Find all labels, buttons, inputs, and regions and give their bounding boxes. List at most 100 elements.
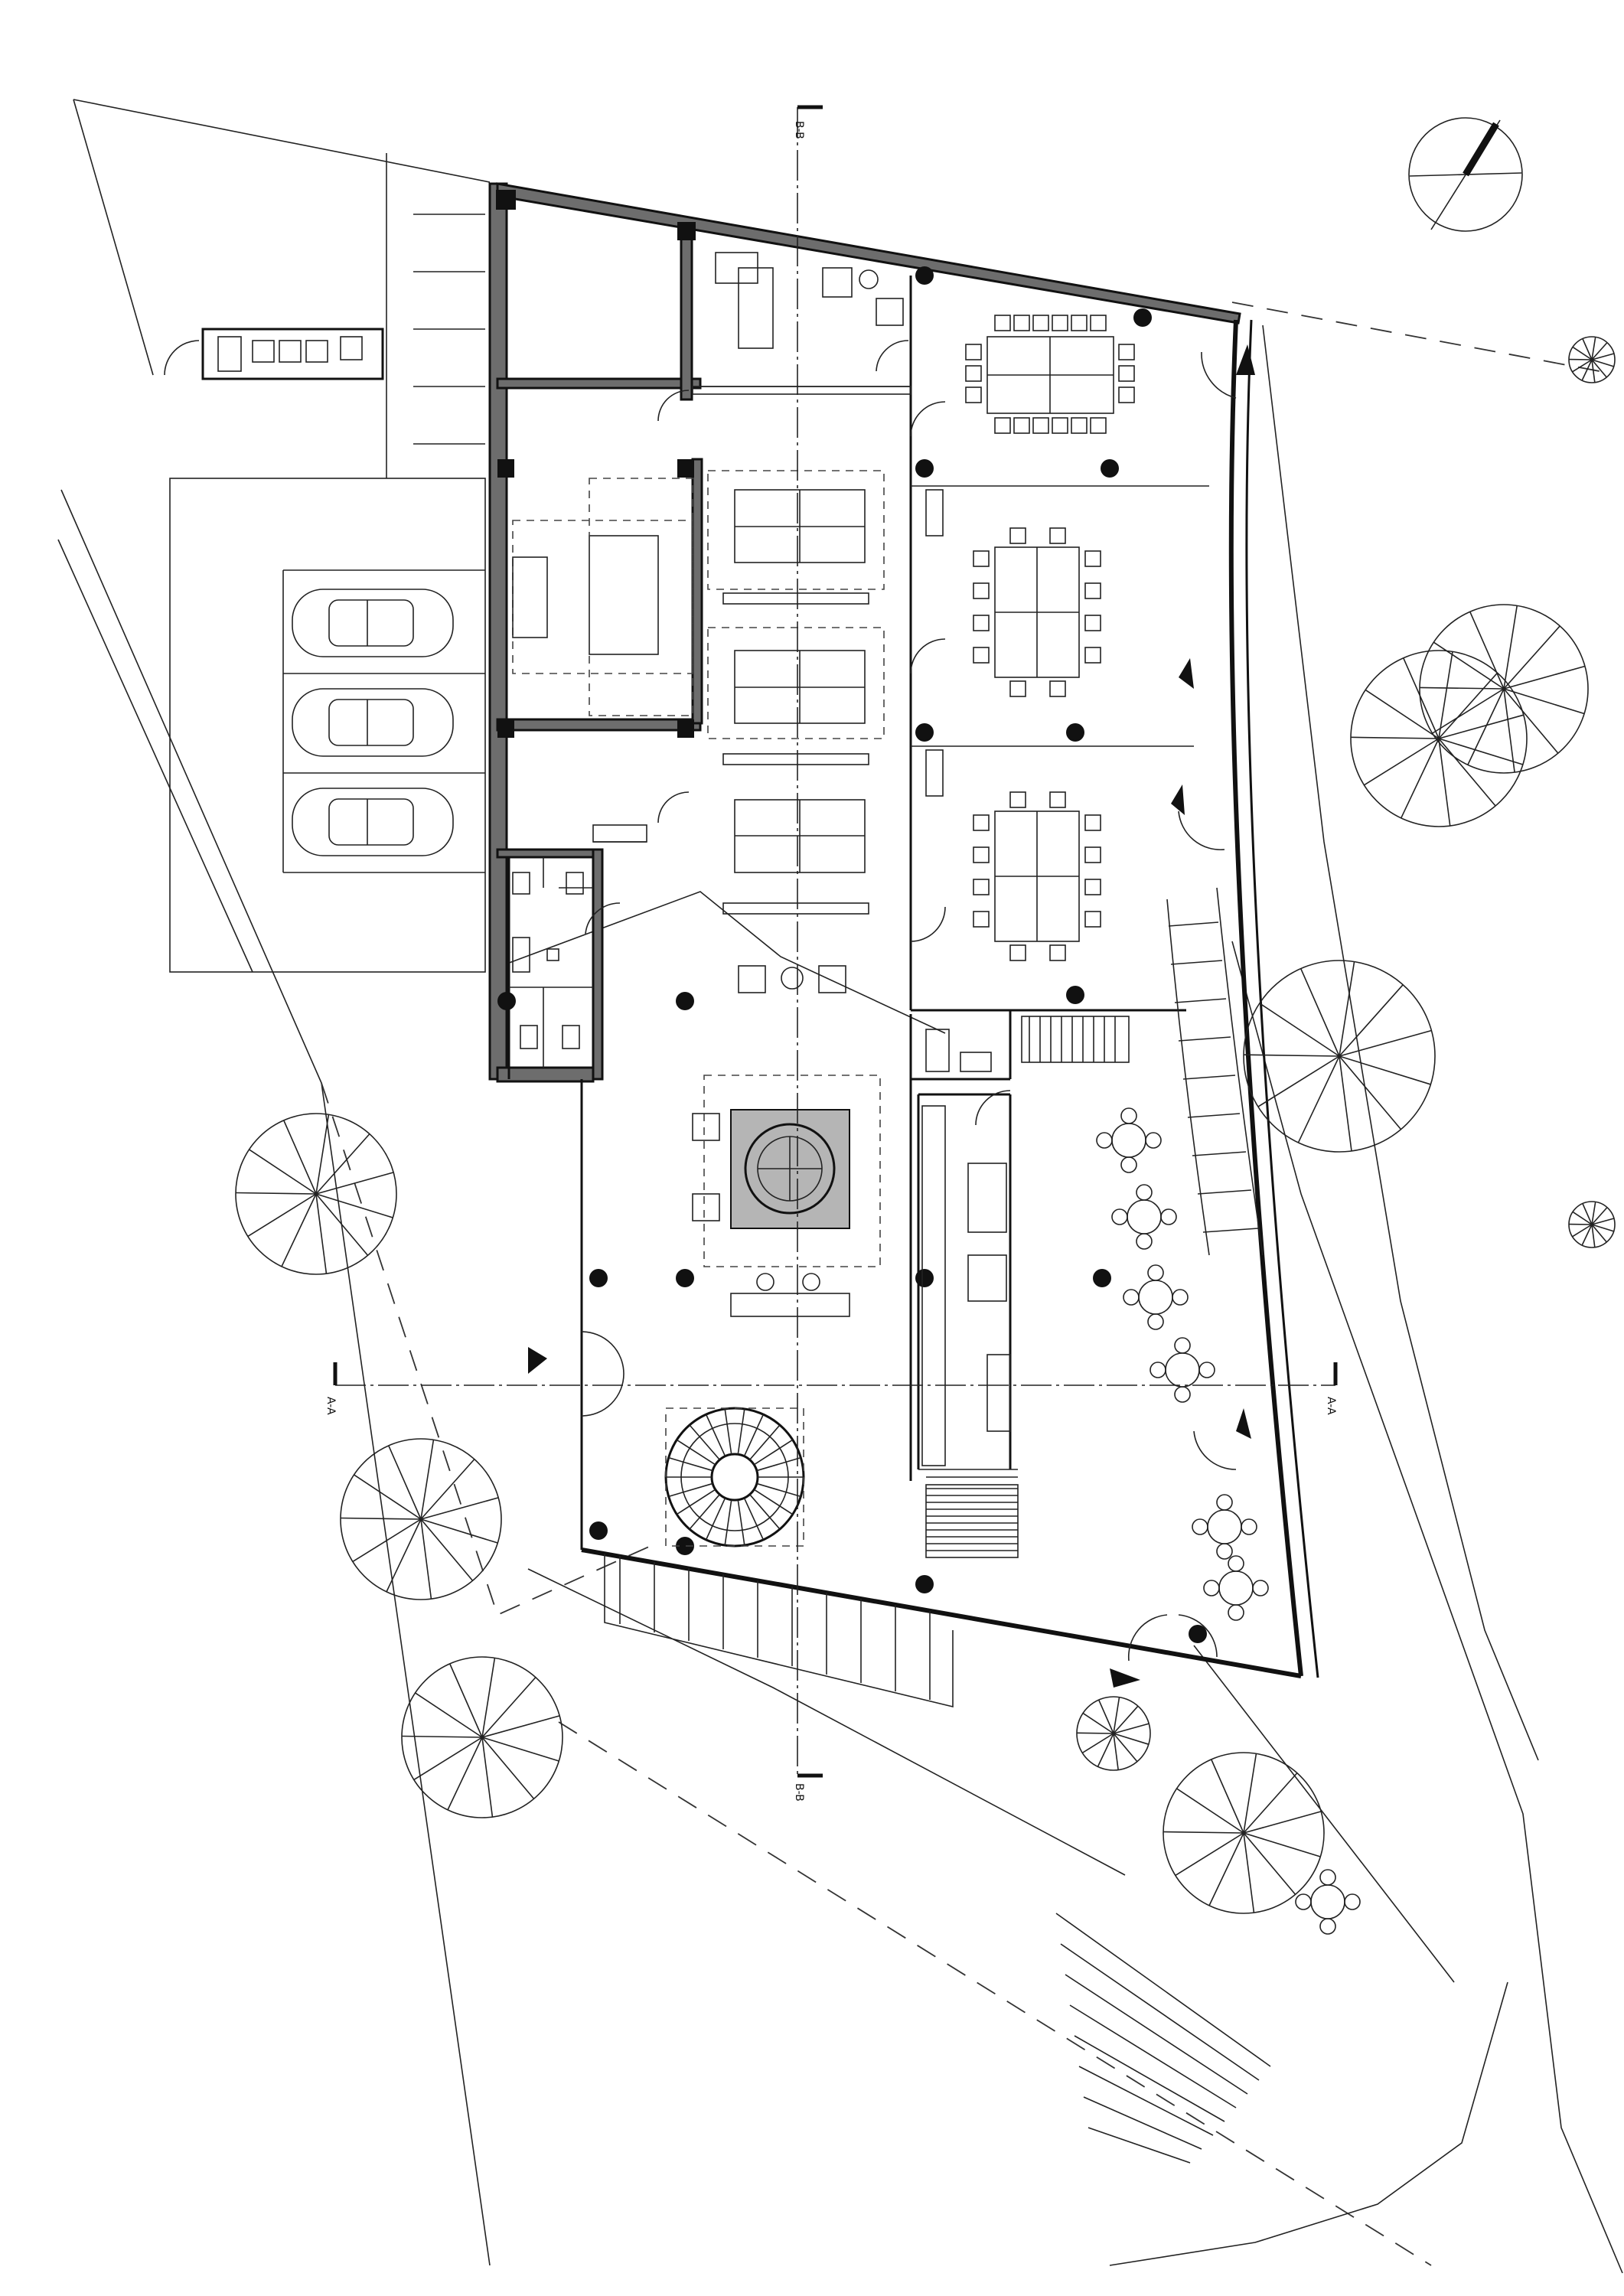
chair <box>1084 879 1101 895</box>
chair <box>1084 647 1101 664</box>
chair <box>973 846 990 863</box>
bench-line <box>1078 2066 1214 2136</box>
spiral-stair-treads <box>666 1408 804 1546</box>
tree-icon <box>1350 650 1528 827</box>
spiral-tread <box>705 1414 726 1457</box>
spiral-tread <box>724 1499 732 1546</box>
spiral-tread <box>749 1424 781 1460</box>
spiral-tread <box>737 1499 745 1546</box>
chair <box>1009 680 1026 697</box>
spiral-tread <box>668 1482 713 1498</box>
terrace-table <box>1203 1555 1269 1621</box>
car-icon <box>292 589 454 657</box>
meeting-table <box>986 336 1114 414</box>
spiral-tread <box>705 1497 726 1541</box>
interior-partitions <box>507 276 1209 1481</box>
car-icon <box>292 788 454 856</box>
tree-icons <box>235 336 1616 1914</box>
chair <box>1032 417 1049 434</box>
chair <box>973 814 990 831</box>
chair <box>1118 386 1135 403</box>
round-columns <box>497 266 1207 1643</box>
chair <box>1071 417 1088 434</box>
chair <box>1090 315 1107 331</box>
meeting-table <box>994 810 1080 942</box>
chairs <box>965 315 1135 961</box>
tree-icon <box>1163 1752 1325 1914</box>
terrace-table <box>1295 1869 1361 1935</box>
spiral-tread <box>737 1408 745 1455</box>
chair <box>1118 365 1135 382</box>
section-label-aa-left: A-A <box>324 1397 337 1415</box>
tree-icon <box>1076 1696 1151 1771</box>
chair <box>973 582 990 599</box>
chair <box>1009 791 1026 808</box>
chair <box>1084 911 1101 928</box>
terrace-tables <box>1096 1107 1361 1935</box>
spiral-tread <box>743 1497 765 1541</box>
entry-steps <box>604 1554 954 1708</box>
spiral-tread <box>668 1456 713 1472</box>
spiral-tread <box>724 1408 732 1455</box>
structural-column <box>496 190 696 738</box>
section-line-bb <box>797 105 823 1778</box>
chair <box>994 417 1011 434</box>
tree-icon <box>1243 960 1436 1153</box>
bench-line <box>1060 1943 1260 2081</box>
chair <box>1009 944 1026 961</box>
office-furniture <box>715 252 904 349</box>
chair <box>1090 417 1107 434</box>
chair <box>1049 944 1066 961</box>
stair-east <box>925 489 1130 1558</box>
spiral-tread <box>676 1439 716 1466</box>
landscape-benches <box>1055 1913 1271 2164</box>
spiral-tread <box>756 1482 801 1498</box>
chair <box>1071 315 1088 331</box>
wc-rooms <box>512 872 584 1049</box>
chair <box>1084 582 1101 599</box>
meeting-room-west <box>512 478 693 716</box>
bench-line <box>1069 2004 1237 2108</box>
tree-icon <box>401 1656 563 1818</box>
site-boundary <box>57 99 1623 2274</box>
chair <box>1052 417 1068 434</box>
spiral-tread <box>753 1439 794 1466</box>
chair <box>994 315 1011 331</box>
building-outline <box>488 182 1319 1678</box>
tree-icon <box>1419 604 1589 774</box>
chair <box>1009 527 1026 544</box>
chair <box>973 550 990 567</box>
section-line-aa <box>333 1362 1338 1386</box>
terrace-table <box>1150 1337 1215 1403</box>
chair <box>1084 814 1101 831</box>
section-label-aa-right: A-A <box>1325 1397 1337 1415</box>
atrium-stair <box>692 1075 881 1317</box>
bench-line <box>1065 1974 1248 2095</box>
terrace-table <box>1111 1184 1177 1250</box>
spiral-tread <box>689 1494 720 1530</box>
spiral-tread <box>749 1494 781 1530</box>
door-swings <box>581 340 1237 1662</box>
parking-area <box>169 153 486 973</box>
spiral-tread <box>676 1489 716 1515</box>
east-ramp <box>1166 887 1264 1256</box>
chair <box>1032 315 1049 331</box>
tree-icon <box>340 1438 502 1600</box>
tree-icon <box>1568 336 1616 383</box>
chair <box>1084 615 1101 631</box>
chair <box>1013 417 1030 434</box>
chair <box>1049 680 1066 697</box>
tree-icon <box>1568 1201 1616 1248</box>
meeting-table <box>994 546 1080 678</box>
bench-line <box>1088 2127 1191 2164</box>
chair <box>1013 315 1030 331</box>
chair <box>1084 550 1101 567</box>
technical-room <box>164 328 384 380</box>
chair <box>973 911 990 928</box>
chair <box>1049 527 1066 544</box>
spiral-tread <box>689 1424 720 1460</box>
kitchen-service <box>921 1029 1011 1466</box>
chair <box>965 386 982 403</box>
chair <box>1052 315 1068 331</box>
